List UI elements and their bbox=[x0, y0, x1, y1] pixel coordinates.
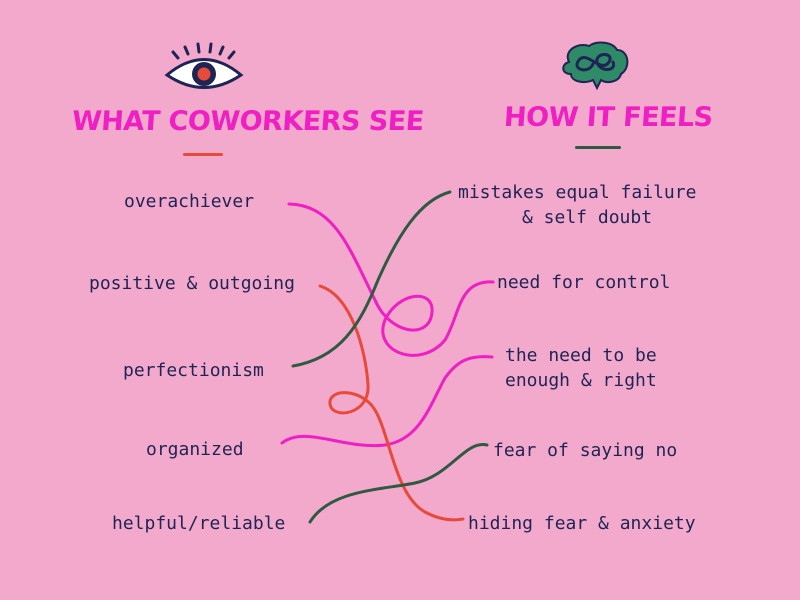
right-item-need-to-be-line2: enough & right bbox=[505, 370, 657, 391]
connector-helpful bbox=[308, 443, 489, 524]
eye-icon bbox=[164, 42, 244, 89]
connector-positive bbox=[318, 284, 465, 522]
right-item-hiding-fear: hiding fear & anxiety bbox=[468, 513, 696, 534]
right-item-mistakes-line1: mistakes equal failure bbox=[458, 182, 697, 203]
left-item-helpful-reliable: helpful/reliable bbox=[112, 513, 286, 534]
connector-overachiever bbox=[287, 202, 495, 357]
left-item-perfectionism: perfectionism bbox=[123, 360, 264, 381]
right-item-need-for-control: need for control bbox=[497, 272, 671, 293]
heading-how-it-feels: HOW IT FEELS bbox=[502, 102, 714, 133]
tangled-brain-icon bbox=[562, 41, 629, 90]
left-item-organized: organized bbox=[146, 439, 244, 460]
connector-perfectionism bbox=[291, 190, 452, 368]
right-item-mistakes-line2: & self doubt bbox=[522, 207, 653, 228]
right-item-fear-of-saying-no: fear of saying no bbox=[493, 440, 678, 461]
left-item-overachiever: overachiever bbox=[124, 191, 255, 212]
left-item-positive-outgoing: positive & outgoing bbox=[89, 273, 295, 294]
heading-right-underline bbox=[575, 146, 621, 149]
heading-what-coworkers-see: WHAT COWORKERS SEE bbox=[70, 106, 425, 137]
connector-organized bbox=[280, 355, 494, 448]
heading-left-underline bbox=[183, 153, 223, 156]
right-item-need-to-be-line1: the need to be bbox=[505, 345, 657, 366]
